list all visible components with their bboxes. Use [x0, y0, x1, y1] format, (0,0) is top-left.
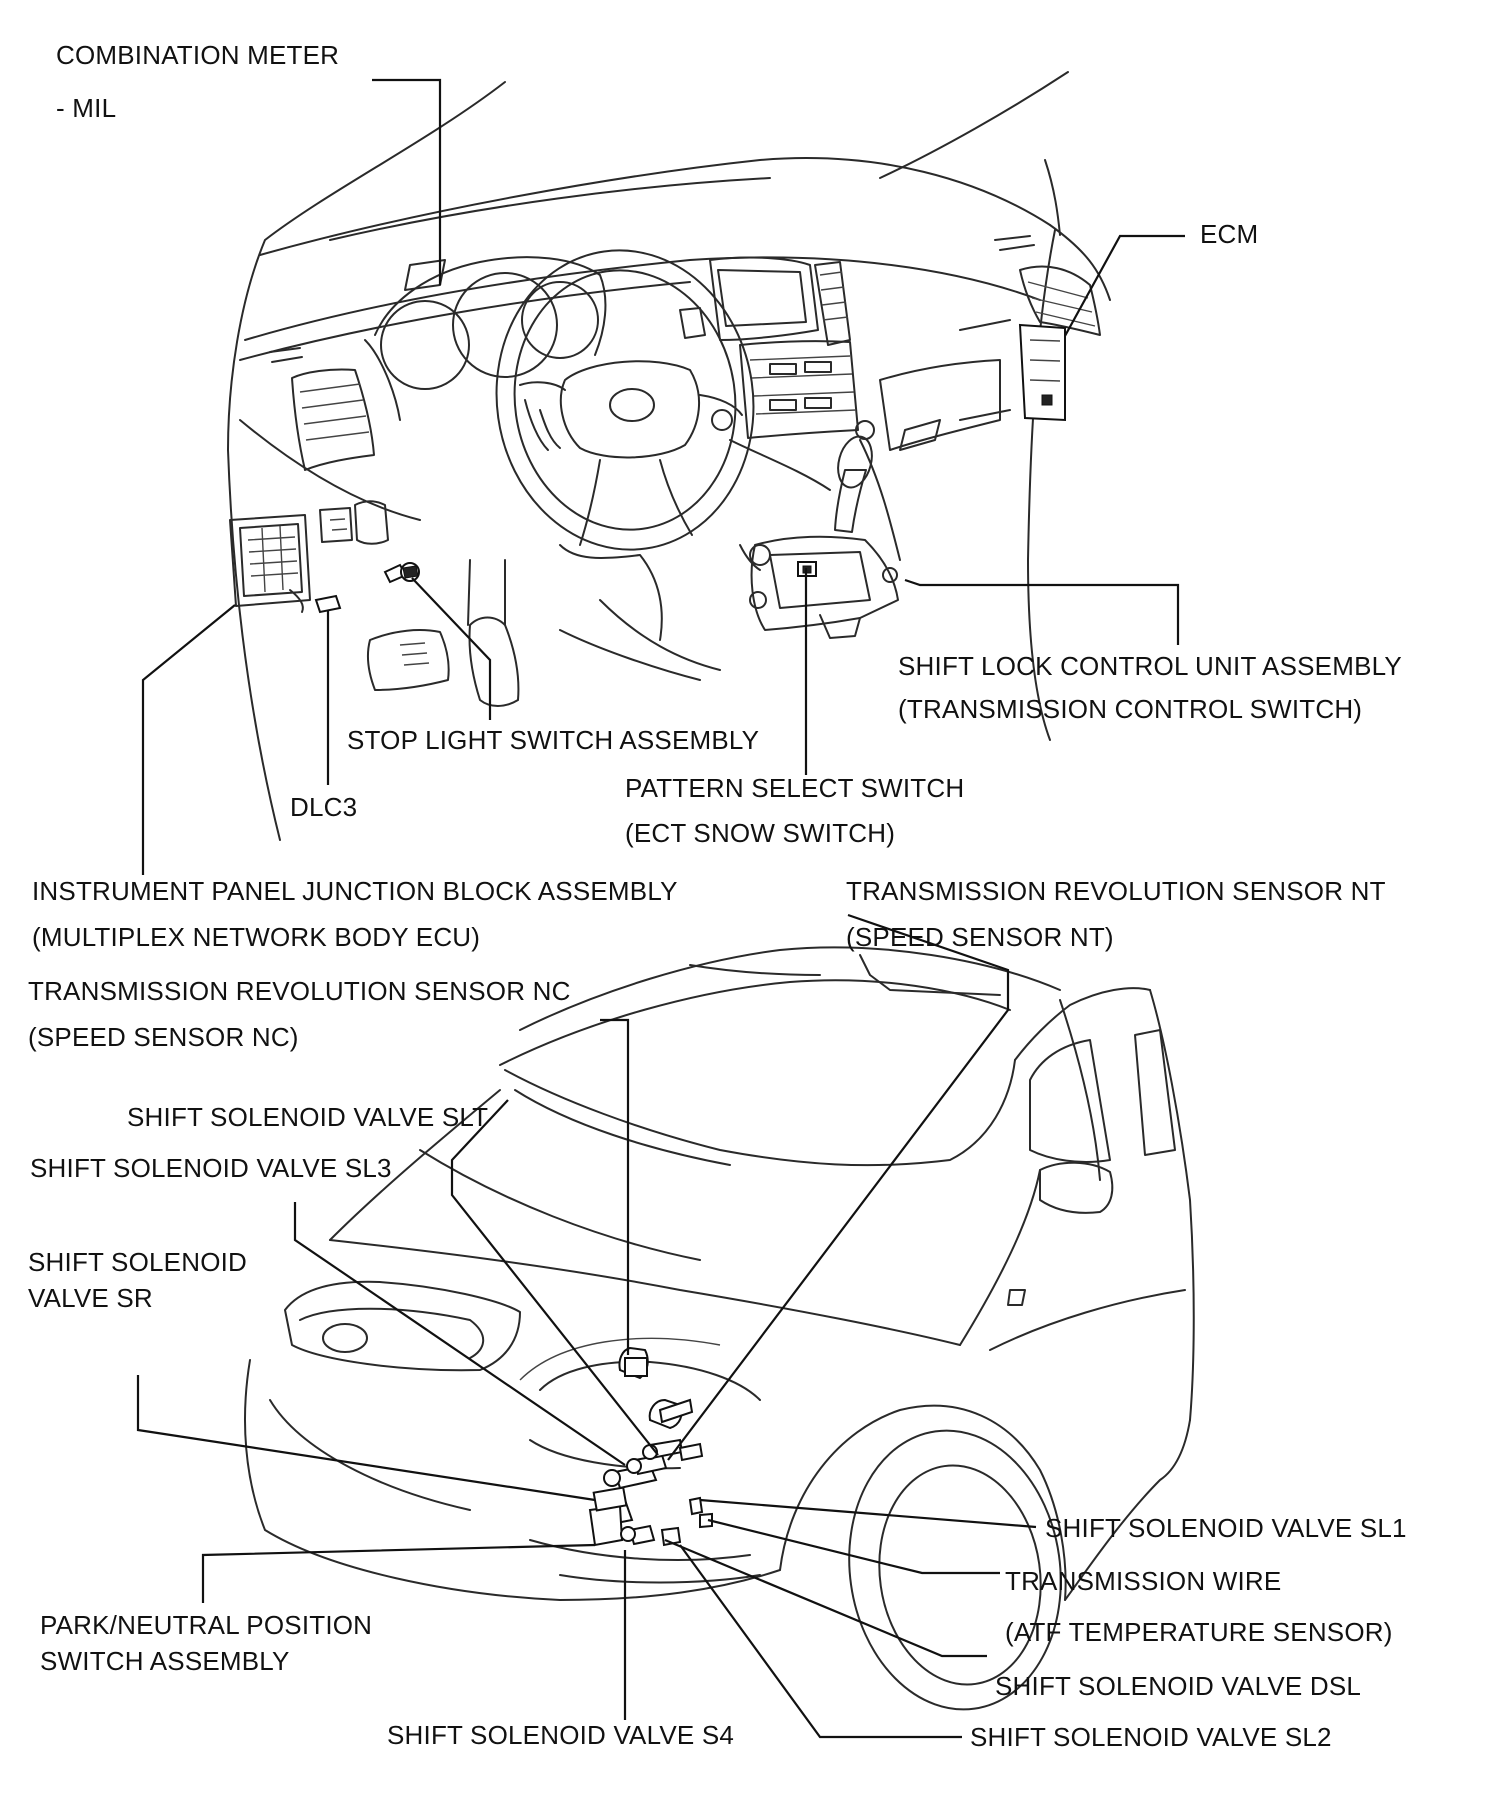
- label-transmission-wire: TRANSMISSION WIRE: [1005, 1566, 1282, 1596]
- label-park-neutral-2: SWITCH ASSEMBLY: [40, 1646, 290, 1676]
- label-solenoid-sl3: SHIFT SOLENOID VALVE SL3: [30, 1153, 392, 1183]
- label-ect-snow-switch: (ECT SNOW SWITCH): [625, 818, 896, 848]
- label-solenoid-s4: SHIFT SOLENOID VALVE S4: [387, 1720, 735, 1750]
- label-solenoid-sl2: SHIFT SOLENOID VALVE SL2: [970, 1722, 1332, 1752]
- label-speed-sensor-nt: (SPEED SENSOR NT): [846, 922, 1114, 952]
- leader-lines: [136, 78, 1185, 1739]
- label-trans-rev-sensor-nc: TRANSMISSION REVOLUTION SENSOR NC: [28, 976, 571, 1006]
- dashboard-illustration: [227, 71, 1111, 841]
- label-pattern-select-switch: PATTERN SELECT SWITCH: [625, 773, 965, 803]
- label-solenoid-sr-2: VALVE SR: [28, 1283, 153, 1313]
- label-stop-light-switch: STOP LIGHT SWITCH ASSEMBLY: [347, 725, 760, 755]
- label-shift-lock-control-unit: SHIFT LOCK CONTROL UNIT ASSEMBLY: [898, 651, 1402, 681]
- label-solenoid-sr: SHIFT SOLENOID: [28, 1247, 248, 1277]
- label-ecm: ECM: [1200, 219, 1259, 249]
- label-solenoid-dsl: SHIFT SOLENOID VALVE DSL: [995, 1671, 1362, 1701]
- label-park-neutral: PARK/NEUTRAL POSITION: [40, 1610, 373, 1640]
- label-trans-rev-sensor-nt: TRANSMISSION REVOLUTION SENSOR NT: [846, 876, 1386, 906]
- label-mil: - MIL: [56, 93, 117, 123]
- label-transmission-control-switch: (TRANSMISSION CONTROL SWITCH): [898, 694, 1363, 724]
- label-solenoid-slt: SHIFT SOLENOID VALVE SLT: [127, 1102, 489, 1132]
- label-speed-sensor-nc: (SPEED SENSOR NC): [28, 1022, 299, 1052]
- label-multiplex-network-body-ecu: (MULTIPLEX NETWORK BODY ECU): [32, 922, 481, 952]
- vehicle-exterior-illustration: [244, 946, 1195, 1711]
- label-atf-temp-sensor: (ATF TEMPERATURE SENSOR): [1005, 1617, 1393, 1647]
- label-instrument-panel-jb: INSTRUMENT PANEL JUNCTION BLOCK ASSEMBLY: [32, 876, 678, 906]
- label-dlc3: DLC3: [290, 792, 358, 822]
- label-combination-meter: COMBINATION METER: [56, 40, 340, 70]
- label-solenoid-sl1: SHIFT SOLENOID VALVE SL1: [1045, 1513, 1407, 1543]
